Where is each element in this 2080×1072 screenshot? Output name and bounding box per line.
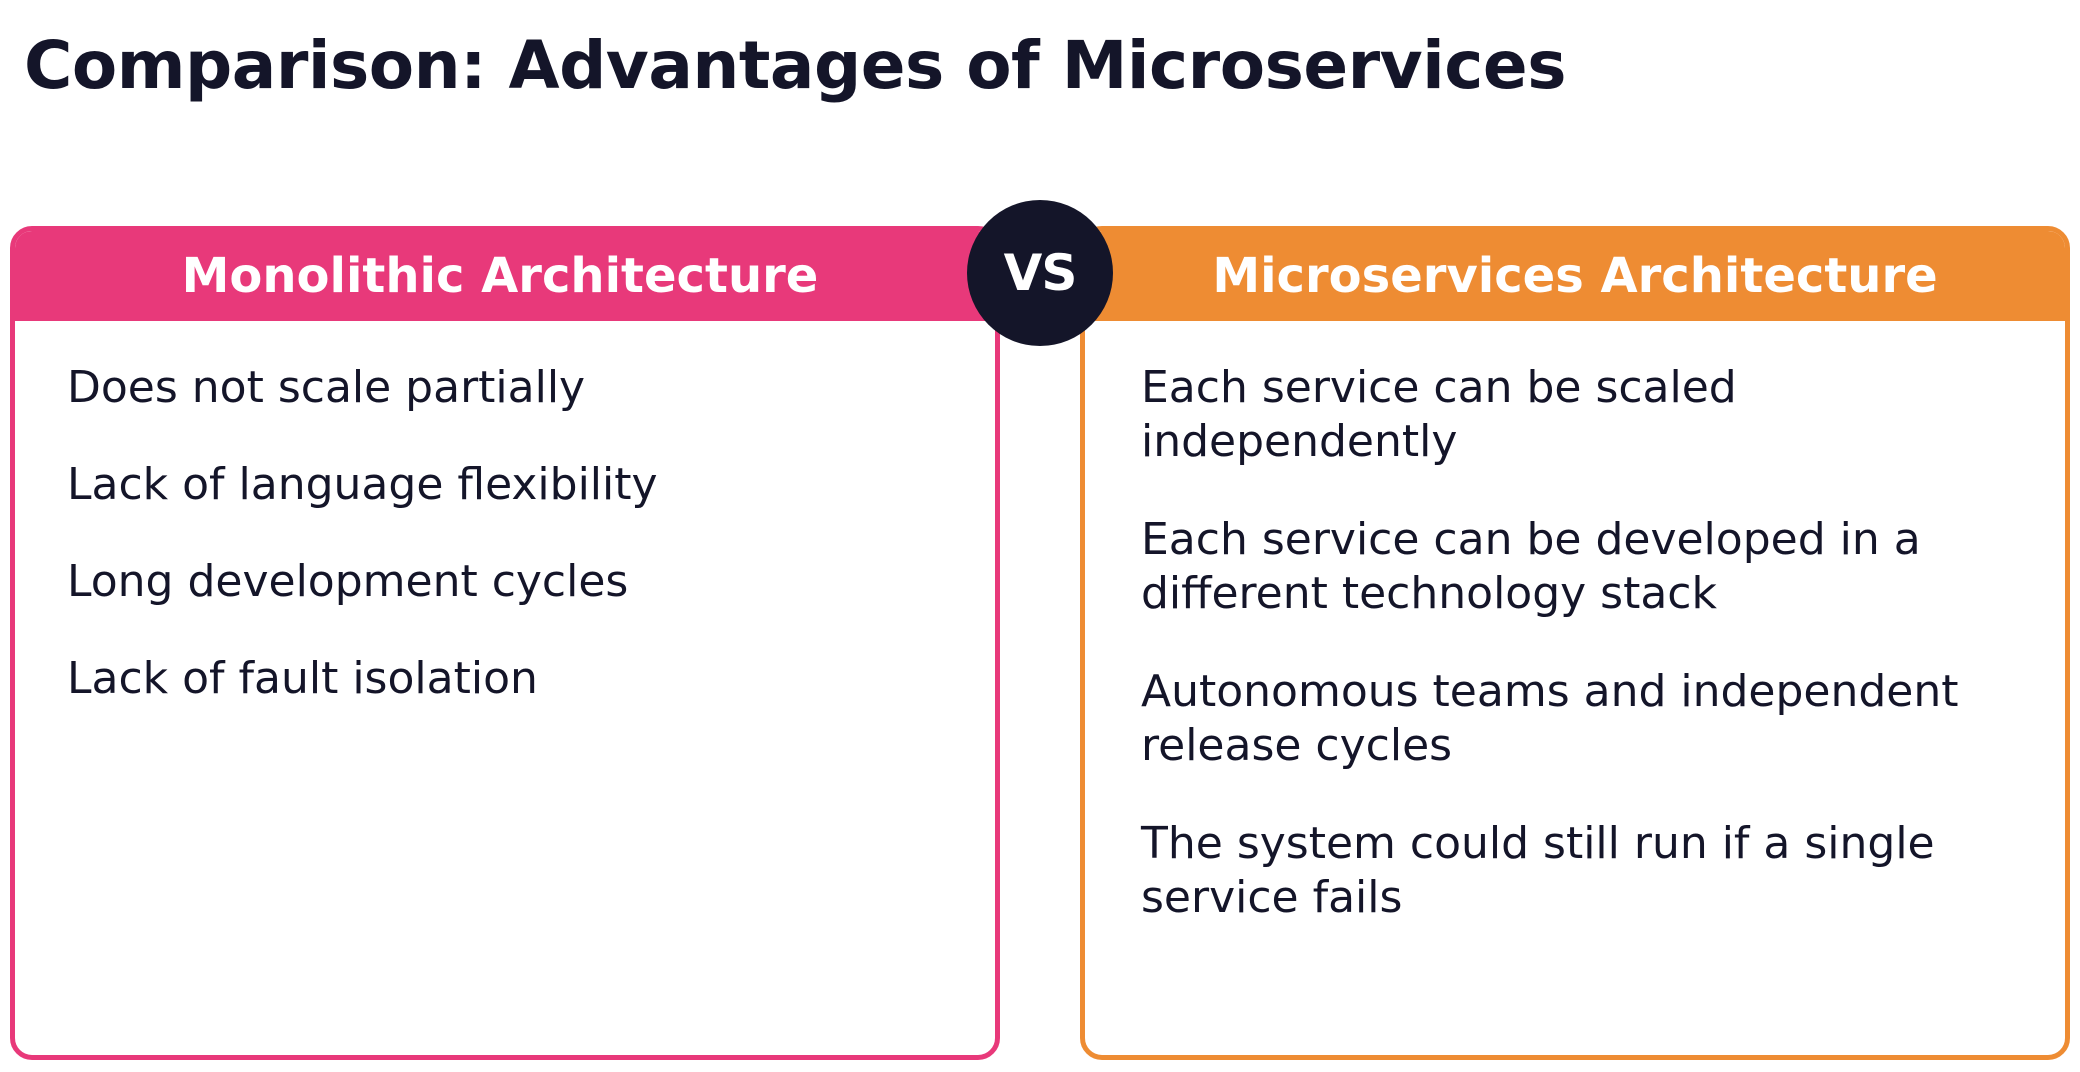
microservices-list: Each service can be scaled independently… — [1085, 321, 2065, 925]
microservices-panel: Microservices Architecture Each service … — [1080, 226, 2070, 1060]
list-item: Lack of language flexibility — [67, 459, 658, 510]
list-item: The system could still run if a single s… — [1141, 818, 1935, 923]
monolithic-panel: Monolithic Architecture Does not scale p… — [10, 226, 1000, 1060]
microservices-panel-header: Microservices Architecture — [1085, 231, 2065, 321]
list-item: Does not scale partially — [67, 362, 586, 413]
list-item: Autonomous teams and independent release… — [1141, 666, 1959, 771]
monolithic-panel-header: Monolithic Architecture — [15, 231, 995, 321]
list-item: Each service can be scaled independently — [1141, 362, 1737, 467]
list-item: Lack of fault isolation — [67, 653, 538, 704]
list-item: Long development cycles — [67, 556, 629, 607]
page-title: Comparison: Advantages of Microservices — [24, 27, 1566, 104]
list-item: Each service can be developed in a diffe… — [1141, 514, 1921, 619]
vs-badge: VS — [967, 200, 1113, 346]
monolithic-list: Does not scale partially Lack of languag… — [15, 321, 995, 706]
